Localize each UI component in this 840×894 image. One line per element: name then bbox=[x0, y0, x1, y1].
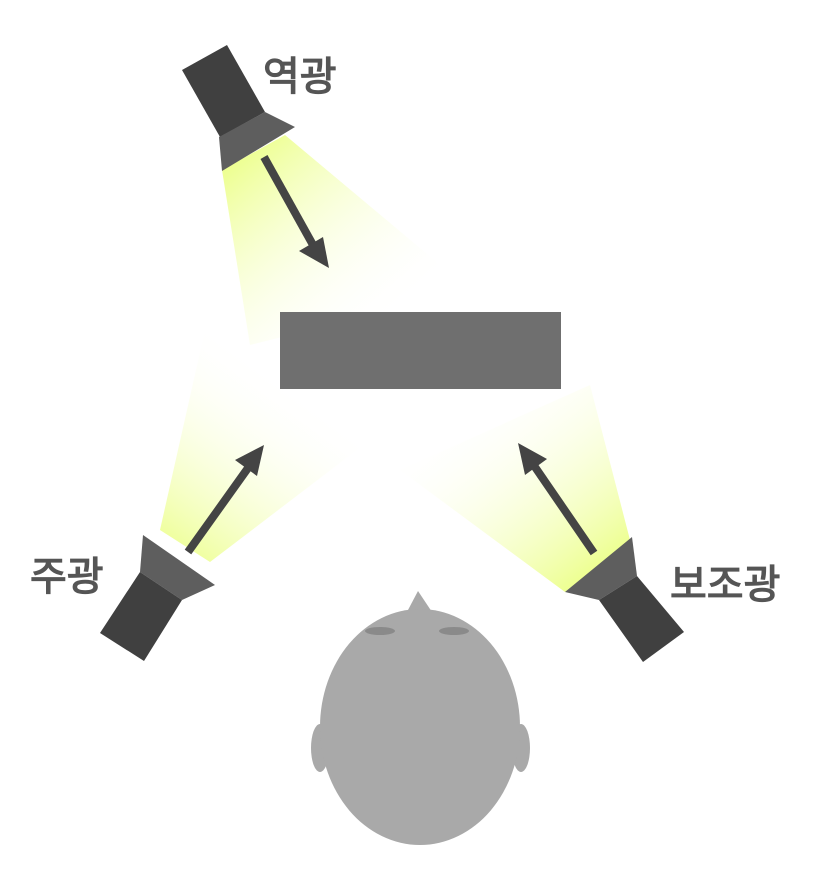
key-light-arrow bbox=[184, 445, 264, 555]
subject-rectangle bbox=[280, 312, 561, 389]
fill-light-barrel bbox=[565, 537, 637, 600]
key-light-lamp bbox=[100, 535, 215, 661]
fill-light-beam bbox=[400, 385, 630, 592]
head-left-eye bbox=[365, 627, 395, 635]
back-light-body bbox=[182, 45, 265, 137]
head-right-eye bbox=[439, 627, 469, 635]
fill-light-lamp bbox=[565, 537, 684, 662]
back-light-barrel bbox=[219, 112, 295, 171]
key-light-body bbox=[100, 572, 182, 661]
head-nose bbox=[408, 591, 432, 612]
head-shape bbox=[320, 609, 520, 845]
key-light-label: 주광 bbox=[30, 554, 104, 600]
fill-light-arrow bbox=[518, 443, 598, 556]
key-light-beam bbox=[160, 330, 370, 562]
back-light-arrow bbox=[260, 155, 329, 268]
viewer-head bbox=[311, 591, 530, 845]
fill-light-body bbox=[599, 576, 684, 662]
key-light-barrel bbox=[140, 535, 215, 600]
fill-light-label: 보조광 bbox=[670, 562, 780, 608]
back-light-label: 역광 bbox=[263, 54, 337, 100]
back-light-lamp bbox=[182, 45, 295, 171]
